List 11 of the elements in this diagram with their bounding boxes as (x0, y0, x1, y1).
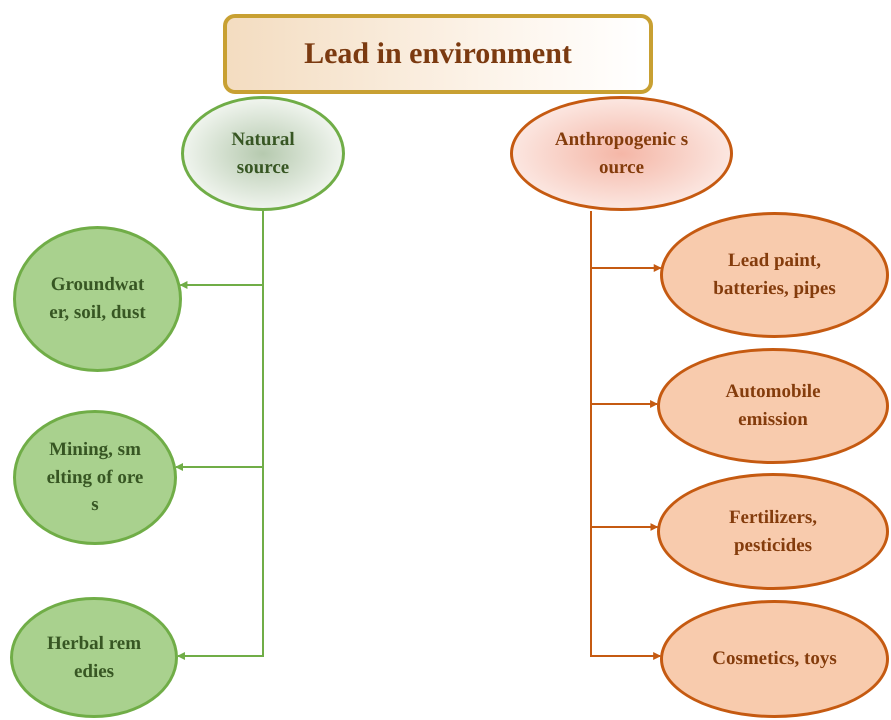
title-box (223, 14, 653, 94)
node-label: Cosmetics, toys (711, 647, 838, 672)
node-label: Groundwater, soil, dust (48, 273, 147, 325)
node-label: Fertilizers, pesticides (728, 506, 818, 558)
node-label: Lead paint, batteries, pipes (712, 249, 837, 301)
node-label: Automobile emission (724, 380, 822, 432)
node-label: Mining, smelting of ores (46, 438, 144, 518)
node-label: Natural source (230, 128, 296, 180)
title-text: Lead in environment (303, 36, 573, 72)
node-label: Anthropogenic source (554, 128, 690, 180)
node-label: Herbal remedies (46, 632, 142, 684)
